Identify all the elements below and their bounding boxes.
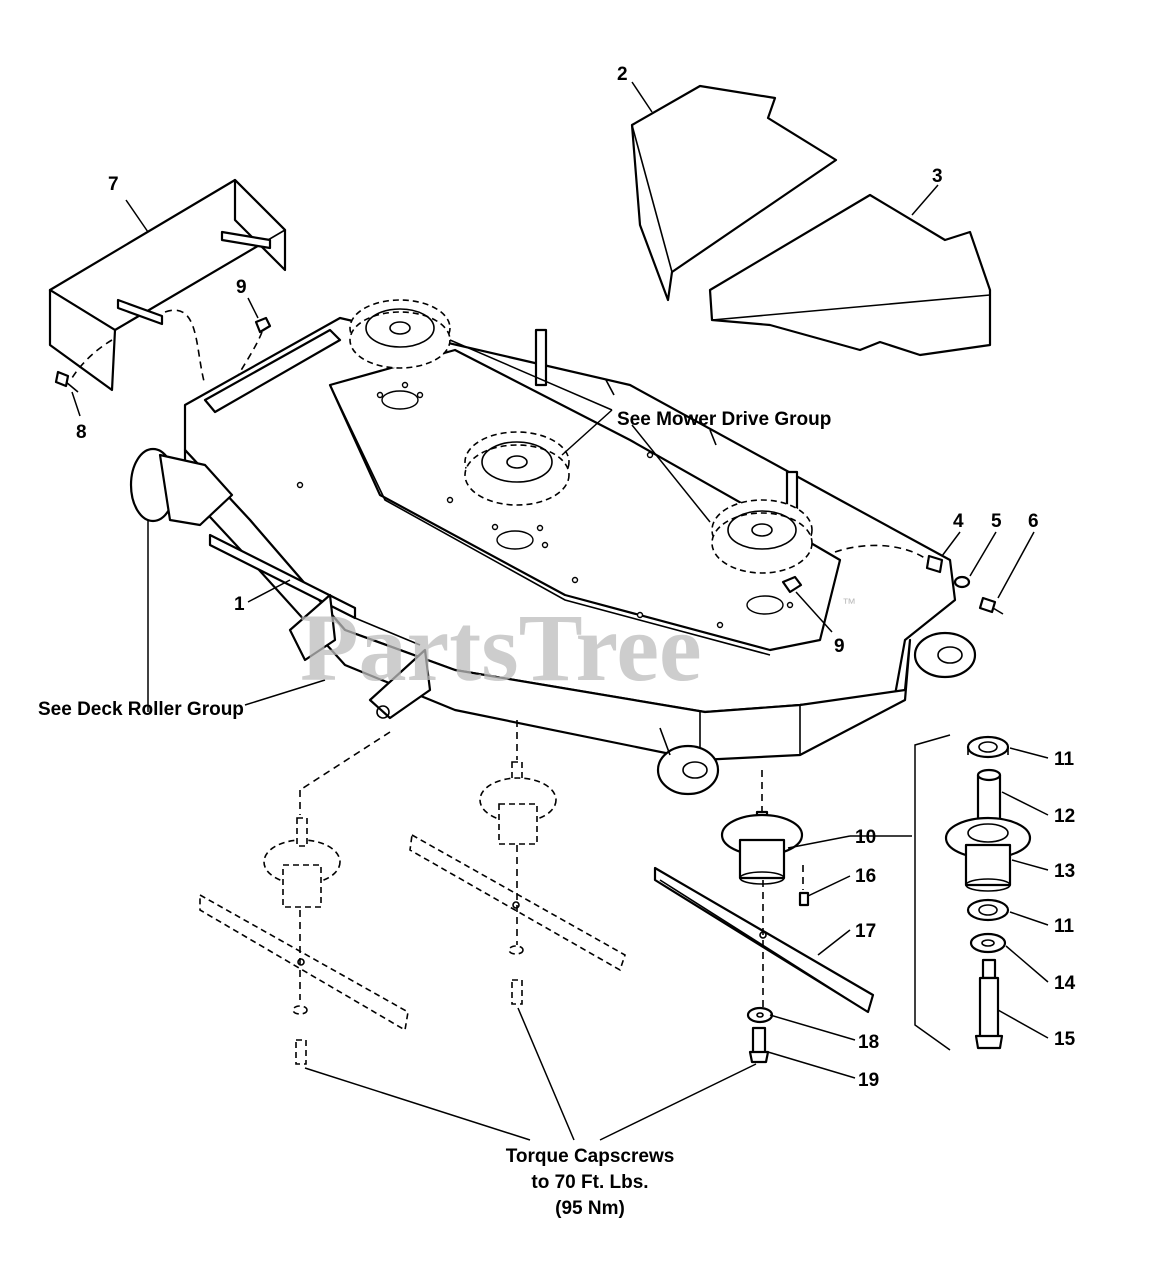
callout-19: 19 (858, 1070, 879, 1091)
callout-18: 18 (858, 1032, 879, 1053)
leader-lines (71, 81, 1049, 1141)
part-6-bolt (978, 596, 1004, 615)
callout-11-top: 11 (1054, 749, 1075, 770)
callout-7: 7 (108, 174, 119, 195)
roller-front-left (129, 447, 234, 527)
blade-left (199, 893, 409, 1065)
part-10-spindle (720, 770, 804, 885)
part-15-shaft (974, 958, 1004, 1050)
part-2-belt-cover (630, 84, 838, 302)
note-deck-roller-group: See Deck Roller Group (38, 699, 244, 720)
note-mower-drive-group: See Mower Drive Group (617, 409, 831, 430)
part-11-bearing-top (966, 735, 1010, 759)
callout-12: 12 (1054, 806, 1075, 827)
note-torque-line-1: Torque Capscrews (506, 1146, 675, 1167)
callout-4: 4 (953, 511, 964, 532)
part-9-nut-left (229, 316, 272, 391)
callout-9-left: 9 (236, 277, 247, 298)
part-4-clip (834, 544, 944, 574)
callout-16: 16 (855, 866, 876, 887)
spindle-center (479, 720, 557, 845)
note-torque-line-3: (95 Nm) (555, 1198, 625, 1219)
watermark: PartsTree (300, 594, 702, 701)
callout-3: 3 (932, 166, 943, 187)
part-5-washer (953, 575, 971, 589)
part-16-screw (798, 865, 810, 907)
part-17-blade (653, 866, 875, 1014)
callout-11-bottom: 11 (1054, 916, 1075, 937)
part-3-belt-cover (708, 193, 992, 357)
spindle-exploded-bracket (914, 734, 951, 1051)
part-13-housing (944, 816, 1032, 892)
blade-center (409, 833, 626, 1005)
callout-2: 2 (617, 64, 628, 85)
callout-10: 10 (855, 827, 876, 848)
part-1-mower-deck (183, 316, 957, 762)
pulley-left (349, 299, 451, 369)
callout-5: 5 (991, 511, 1002, 532)
pulley-right (711, 499, 813, 574)
callout-14: 14 (1054, 973, 1076, 994)
spindle-left (263, 731, 391, 908)
part-11-bearing-bottom (966, 898, 1010, 922)
roller-front-right (656, 727, 720, 796)
part-12-spacer (976, 768, 1002, 832)
callout-1: 1 (234, 594, 245, 615)
part-8-screw (54, 370, 79, 393)
part-18-washer (746, 1006, 774, 1024)
callout-17: 17 (855, 921, 876, 942)
part-9-nut-deck (781, 575, 803, 594)
pulley-center (464, 431, 570, 506)
part-14-washer (969, 932, 1007, 954)
callout-8: 8 (76, 422, 87, 443)
callout-13: 13 (1054, 861, 1075, 882)
part-7-chute-guard (48, 178, 287, 392)
watermark-tm: ™ (842, 595, 856, 611)
callout-15: 15 (1054, 1029, 1076, 1050)
callout-6: 6 (1028, 511, 1039, 532)
callout-9-deck: 9 (834, 636, 845, 657)
part-19-capscrew (748, 1026, 770, 1064)
note-torque-line-2: to 70 Ft. Lbs. (531, 1172, 648, 1193)
roller-right (913, 631, 977, 679)
